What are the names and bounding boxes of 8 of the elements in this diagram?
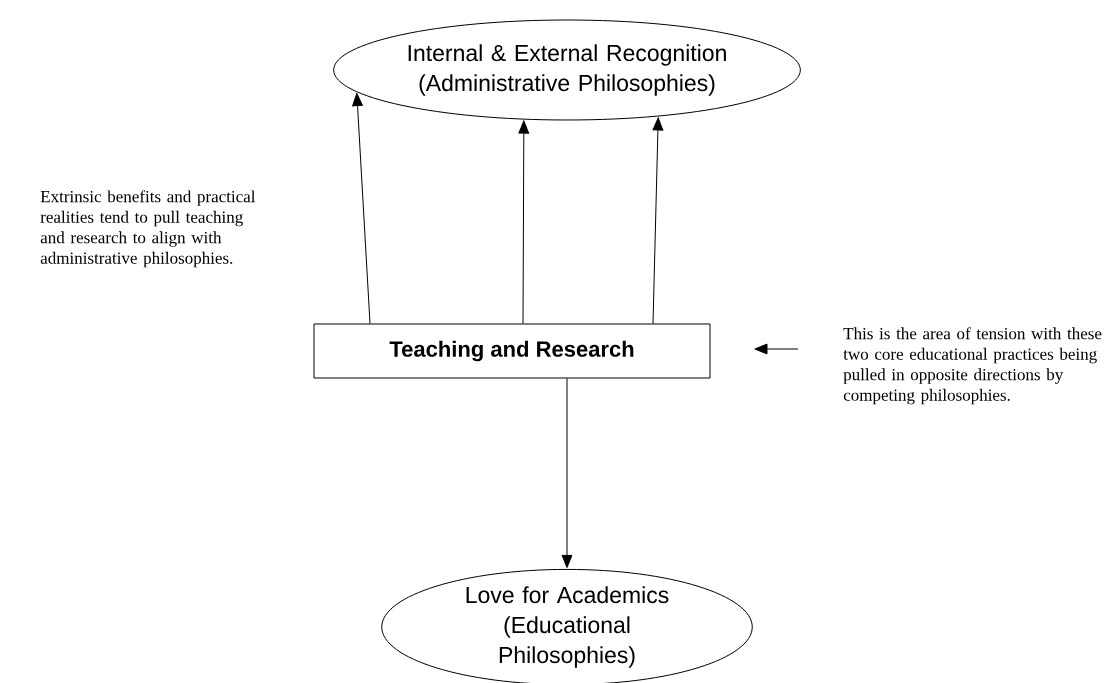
arrow (754, 343, 799, 355)
arrow (352, 92, 371, 324)
arrow (652, 117, 664, 324)
process-box: Teaching and Research (313, 323, 711, 379)
note-text: This is the area of tension with these two core educational practices being pulled in opposite directions by competing philosophies. (843, 327, 1102, 405)
note-text: Extrinsic benefits and practical realities tend to pull teaching and research to align with administrative philosophies. (40, 190, 256, 268)
arrow (518, 120, 530, 324)
arrow (561, 378, 573, 569)
